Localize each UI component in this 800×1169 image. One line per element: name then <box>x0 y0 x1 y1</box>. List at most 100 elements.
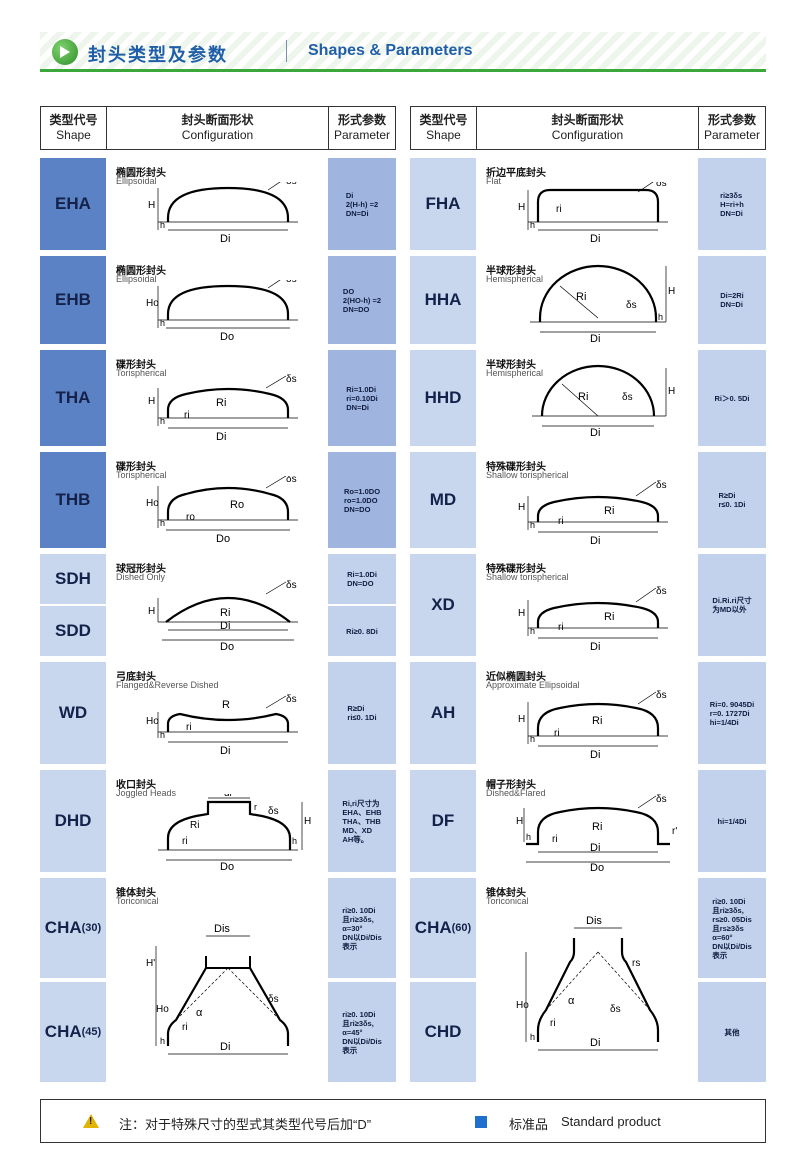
svg-text:h: h <box>530 1032 535 1042</box>
svg-text:Di: Di <box>590 1037 600 1049</box>
svg-text:Di: Di <box>220 233 230 245</box>
footer-note: 注：对于特殊尺寸的型式其类型代号后加“D” <box>119 1117 372 1132</box>
standard-product-swatch-icon <box>475 1116 487 1128</box>
joggled-head-diagram: di δs Ri ri H h r Do <box>158 794 311 872</box>
configuration-cell: 特殊碟形封头 Shallow torispherical δs Ri H h r… <box>476 452 698 548</box>
parameter-cell: hi=1/4Di <box>698 770 766 872</box>
svg-text:H: H <box>148 396 155 407</box>
svg-text:Ri: Ri <box>216 397 226 409</box>
shallow-torispherical-head-diagram: δs Ri H h ri Di <box>518 586 668 652</box>
svg-text:Di: Di <box>590 233 600 245</box>
svg-text:h: h <box>160 416 165 426</box>
svg-text:ri: ri <box>558 622 564 633</box>
svg-text:H': H' <box>146 958 155 969</box>
svg-text:δs: δs <box>268 994 279 1005</box>
arrow-right-icon <box>52 39 78 65</box>
configuration-cell: 球冠形封头 Dished Only δs Ri H Di Do <box>106 554 328 656</box>
shape-row-cha-30-45: CHA(30) CHA(45) 锥体封头 Toriconical Dis H' … <box>40 878 396 1082</box>
svg-text:ri: ri <box>182 1022 188 1033</box>
shape-row-wd: WD 弓底封头 Flanged&Reverse Dished δs R Ho h… <box>40 662 396 764</box>
svg-text:Ri: Ri <box>190 820 199 831</box>
parameter-cell: R≥Di r≤0. 1Di <box>698 452 766 548</box>
shape-header: 类型代号 Shape <box>41 107 107 149</box>
svg-text:Ho: Ho <box>146 298 159 309</box>
svg-text:h: h <box>160 730 165 740</box>
shape-code: EHA <box>40 158 106 250</box>
svg-text:Do: Do <box>220 861 234 872</box>
svg-text:Di: Di <box>590 333 600 342</box>
configuration-cell: 椭圆形封头 Ellipsoidal δs Ho h Do <box>106 256 328 344</box>
svg-text:H: H <box>668 286 675 297</box>
svg-text:Ho: Ho <box>516 1000 529 1011</box>
torispherical-head-diagram: δs Ri H h ri Di <box>148 374 298 443</box>
parameter-cell: Ro=1.0DO ro=1.0DO DN=DO <box>328 452 396 548</box>
svg-text:δs: δs <box>286 476 297 485</box>
svg-text:ri: ri <box>186 722 192 733</box>
svg-text:δs: δs <box>622 392 633 403</box>
svg-text:Ri: Ri <box>220 607 230 619</box>
configuration-cell: 收口封头 Joggled Heads di δs Ri ri H h r Do <box>106 770 328 872</box>
svg-text:di: di <box>224 794 232 799</box>
shape-code: DHD <box>40 770 106 872</box>
svg-text:δs: δs <box>286 580 297 591</box>
svg-text:h: h <box>160 518 165 528</box>
svg-text:Dis: Dis <box>214 923 230 935</box>
config-header: 封头断面形状 Configuration <box>107 107 329 149</box>
right-column-header: 类型代号 Shape 封头断面形状 Configuration 形式参数 Par… <box>410 106 766 150</box>
svg-text:H: H <box>668 386 675 397</box>
parameter-cell: Ri=0. 9045Di r=0. 1727Di hi=1/4Di <box>698 662 766 764</box>
svg-text:δs: δs <box>286 694 297 705</box>
svg-text:δs: δs <box>610 1004 621 1015</box>
shape-code: THB <box>40 452 106 548</box>
svg-text:Di: Di <box>220 1041 230 1053</box>
parameter-cell: ri≥0. 10Di 且ri≥3δs, α=30° DN以Di/Dis 表示 <box>328 878 396 978</box>
shape-row-cha-60-chd: CHA(60) CHD 锥体封头 Toriconical Dis rs Ho α… <box>410 878 766 1082</box>
svg-text:H: H <box>148 200 155 211</box>
svg-text:Do: Do <box>590 862 604 872</box>
svg-text:Di: Di <box>590 749 600 760</box>
configuration-cell: 折边平底封头 Flat δs H h ri Di <box>476 158 698 250</box>
configuration-cell: 近似椭圆封头 Approximate Ellipsoidal δs Ri H h… <box>476 662 698 764</box>
hemispherical-head-diagram: Ri δs H Di <box>532 364 675 439</box>
parameter-cell: Di=2Ri DN=Di <box>698 256 766 344</box>
svg-text:H: H <box>518 202 525 213</box>
svg-text:r: r <box>254 802 257 812</box>
shape-row-df: DF 帽子形封头 Dished&Flared δs Ri H h ri r' D… <box>410 770 766 872</box>
shape-header: 类型代号 Shape <box>411 107 477 149</box>
svg-text:Di: Di <box>216 431 226 443</box>
svg-text:Do: Do <box>220 331 234 343</box>
svg-text:R: R <box>222 699 230 711</box>
svg-text:Ho: Ho <box>146 498 159 509</box>
standard-product-label-cn: 标准品 <box>509 1117 549 1132</box>
parameter-cell: ri≥3δs H=ri+h DN=Di <box>698 158 766 250</box>
parameter-cell: Ri=1.0Di ri=0.10Di DN=Di <box>328 350 396 446</box>
shape-code: HHA <box>410 256 476 344</box>
svg-text:δs: δs <box>656 586 667 597</box>
svg-text:Do: Do <box>220 641 234 653</box>
configuration-cell: 椭圆形封头 Ellipsoidal δs H h Di <box>106 158 328 250</box>
param-header: 形式参数 Parameter <box>703 113 761 142</box>
svg-text:α: α <box>196 1007 203 1019</box>
left-column-header: 类型代号 Shape 封头断面形状 Configuration 形式参数 Par… <box>40 106 396 150</box>
svg-text:ri: ri <box>184 410 190 421</box>
svg-text:Di: Di <box>590 427 600 439</box>
shape-code: AH <box>410 662 476 764</box>
configuration-cell: 半球形封头 Hemispherical Ri δs H Di <box>476 350 698 446</box>
svg-text:r': r' <box>672 826 677 837</box>
ellipsoidal-head-diagram: δs Ho h Do <box>146 280 298 343</box>
svg-text:ri: ri <box>550 1018 556 1029</box>
svg-text:Di: Di <box>590 842 600 854</box>
svg-text:ri: ri <box>554 728 560 739</box>
shape-code: MD <box>410 452 476 548</box>
svg-text:h: h <box>526 832 531 842</box>
svg-text:Ri: Ri <box>604 611 614 623</box>
shape-row-ehb: EHB 椭圆形封头 Ellipsoidal δs Ho h Do DO 2(HO… <box>40 256 396 344</box>
svg-text:rs: rs <box>632 958 640 969</box>
svg-text:H: H <box>148 606 155 617</box>
shape-code: XD <box>410 554 476 656</box>
configuration-cell: 特殊碟形封头 Shallow torispherical δs Ri H h r… <box>476 554 698 656</box>
parameter-cell: Di.Ri.ri尺寸 为MD以外 <box>698 554 766 656</box>
svg-text:Ri: Ri <box>592 821 602 833</box>
ellipsoidal-head-diagram: δs H h Di <box>148 182 298 245</box>
svg-text:H: H <box>304 816 311 827</box>
